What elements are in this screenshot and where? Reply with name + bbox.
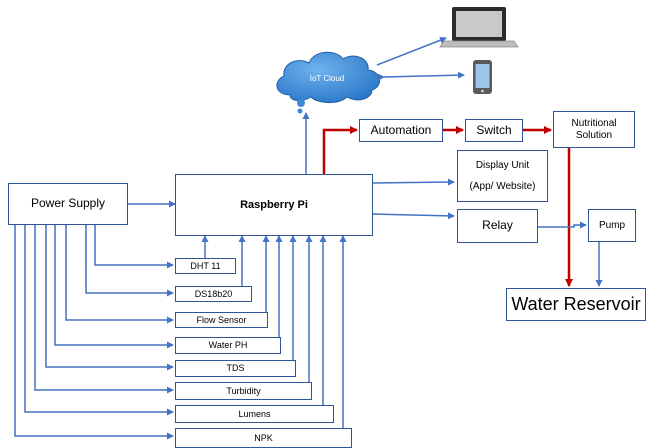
nutritional-solution-line2: Solution — [575, 129, 613, 141]
water-reservoir-box: Water Reservoir — [506, 288, 646, 321]
sensor-label: DHT 11 — [190, 260, 221, 271]
automation-label: Automation — [370, 122, 432, 137]
pi-relay-link — [372, 212, 455, 220]
water-reservoir-label: Water Reservoir — [511, 294, 641, 315]
power-supply-label: Power Supply — [30, 196, 106, 211]
relay-label: Relay — [482, 218, 513, 233]
switch-box: Switch — [465, 119, 523, 142]
display-unit-line1: Display Unit — [475, 160, 530, 171]
sensor-water-ph-box: Water PH — [175, 337, 281, 354]
sensor-links — [201, 235, 347, 428]
pi-display-link — [372, 178, 455, 186]
power-lines — [14, 225, 174, 440]
iot-cloud-shape — [276, 51, 380, 104]
sensor-flow-box: Flow Sensor — [175, 312, 268, 328]
automation-box: Automation — [359, 119, 443, 142]
switch-label: Switch — [476, 122, 512, 137]
sensor-ds18b20-box: DS18b20 — [175, 286, 252, 302]
sensor-dht11-box: DHT 11 — [175, 258, 236, 274]
display-unit-box: Display Unit (App/ Website) — [457, 150, 548, 202]
sensor-npk-box: NPK — [175, 428, 352, 448]
iot-cloud-label: IoT Cloud — [309, 74, 345, 83]
sensor-lumens-box: Lumens — [175, 405, 334, 423]
sensor-tds-box: TDS — [175, 360, 296, 377]
sensor-label: NPK — [254, 432, 273, 443]
raspberry-pi-label: Raspberry Pi — [240, 198, 308, 211]
sensor-label: Lumens — [238, 408, 271, 419]
sensor-turbidity-box: Turbidity — [175, 382, 312, 400]
sensor-label: Flow Sensor — [196, 314, 247, 325]
phone-icon — [473, 60, 492, 94]
display-unit-line2: (App/ Website) — [469, 180, 536, 192]
sensor-label: TDS — [226, 363, 245, 374]
nutritional-solution-box: Nutritional Solution — [553, 111, 635, 148]
sensor-label: DS18b20 — [194, 288, 233, 299]
relay-box: Relay — [457, 209, 538, 243]
pump-label: Pump — [598, 219, 626, 231]
sensor-label: Turbidity — [226, 385, 261, 396]
laptop-icon — [439, 7, 519, 48]
cloud-laptop-link — [376, 36, 447, 66]
sensor-label: Water PH — [208, 340, 248, 351]
relay-pump-link — [538, 221, 587, 229]
pump-box: Pump — [588, 209, 636, 242]
raspberry-pi-box: Raspberry Pi — [175, 174, 373, 236]
nutritional-solution-line1: Nutritional — [571, 118, 617, 129]
control-flow — [322, 126, 573, 287]
cloud-phone-link — [377, 71, 465, 81]
power-supply-box: Power Supply — [8, 183, 128, 225]
